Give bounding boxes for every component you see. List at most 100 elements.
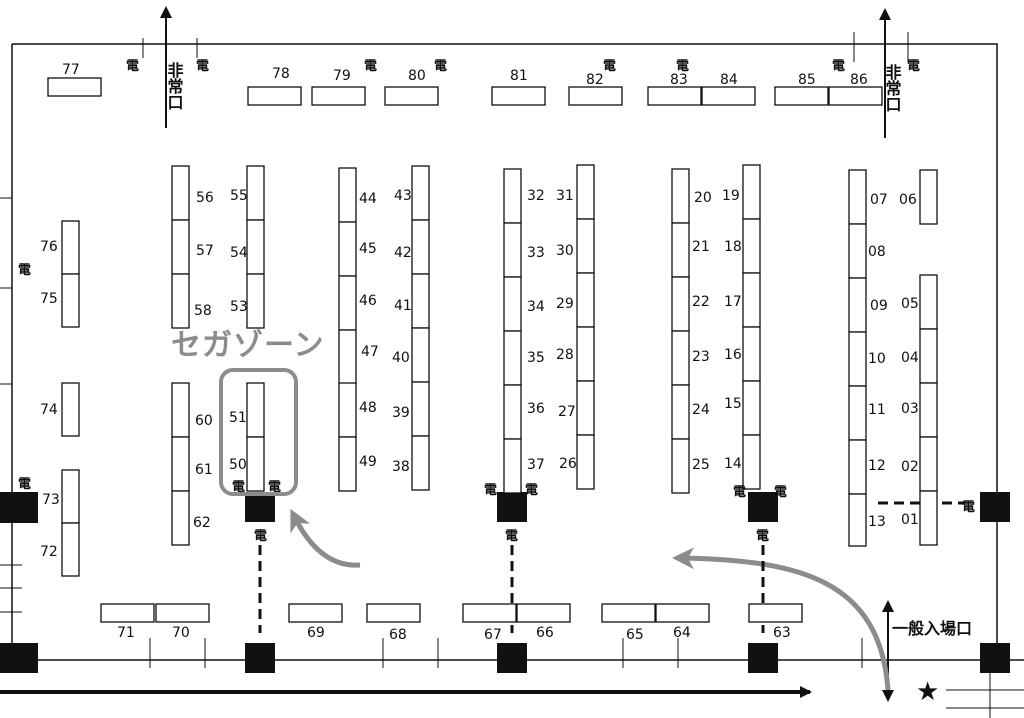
booth-label-55: 55 — [230, 188, 248, 204]
flow-arrow-to-sega — [290, 508, 361, 568]
booth-label-02: 02 — [901, 459, 919, 475]
booth-74 — [61, 382, 80, 437]
booth-label-06: 06 — [899, 192, 917, 208]
booth-06 — [919, 169, 938, 225]
booth-label-10: 10 — [868, 351, 886, 367]
booth-label-29: 29 — [556, 296, 574, 312]
booth-29 — [576, 272, 595, 328]
booth-label-18: 18 — [724, 239, 742, 255]
booth-62 — [171, 490, 190, 546]
booth-27 — [576, 380, 595, 436]
booth-65 — [601, 603, 656, 623]
booth-label-39: 39 — [392, 405, 410, 421]
booth-37 — [503, 438, 522, 494]
sega-zone-label: セガゾーン — [171, 328, 325, 363]
booth-label-04: 04 — [901, 350, 919, 366]
emergency-exit-right: 非常口 — [883, 63, 902, 112]
booth-72 — [61, 522, 80, 577]
booth-label-84: 84 — [720, 72, 738, 88]
emergency-exit-left: 非常口 — [165, 61, 184, 110]
booth-39 — [411, 381, 430, 437]
booth-label-44: 44 — [359, 191, 377, 207]
booth-label-68: 68 — [389, 627, 407, 643]
booth-09 — [848, 277, 867, 333]
power-mark: 電 — [126, 59, 139, 74]
booth-11 — [848, 385, 867, 441]
booth-69 — [288, 603, 343, 623]
booth-label-54: 54 — [230, 245, 248, 261]
booth-16 — [742, 326, 761, 382]
booth-14 — [742, 434, 761, 490]
booth-label-11: 11 — [868, 402, 886, 418]
booth-label-12: 12 — [868, 458, 886, 474]
booth-label-33: 33 — [527, 245, 545, 261]
booth-07 — [848, 169, 867, 225]
booth-53 — [246, 273, 265, 329]
booth-label-21: 21 — [692, 239, 710, 255]
star-marker: ★ — [916, 677, 939, 707]
booth-34 — [503, 276, 522, 332]
booth-50 — [246, 436, 265, 492]
booth-08 — [848, 223, 867, 279]
booth-label-86: 86 — [850, 72, 868, 88]
booth-58 — [171, 273, 190, 329]
booth-02 — [919, 436, 938, 492]
booth-70 — [155, 603, 210, 623]
power-mark: 電 — [525, 483, 538, 498]
booth-label-48: 48 — [359, 400, 377, 416]
power-mark: 電 — [774, 485, 787, 500]
booth-71 — [100, 603, 155, 623]
power-mark: 電 — [962, 500, 975, 515]
booth-25 — [671, 438, 690, 494]
booth-79 — [311, 86, 366, 106]
booth-12 — [848, 439, 867, 495]
booth-28 — [576, 326, 595, 382]
booth-label-74: 74 — [40, 402, 58, 418]
power-mark: 電 — [232, 480, 245, 495]
booth-label-46: 46 — [359, 293, 377, 309]
booth-31 — [576, 164, 595, 220]
booth-label-70: 70 — [172, 625, 190, 641]
booth-label-51: 51 — [229, 410, 247, 426]
power-mark: 電 — [18, 477, 31, 492]
booth-83 — [647, 86, 702, 106]
booth-label-03: 03 — [901, 401, 919, 417]
booth-60 — [171, 382, 190, 438]
booth-label-24: 24 — [692, 402, 710, 418]
sega-zone-outline — [219, 368, 298, 496]
booth-label-38: 38 — [392, 459, 410, 475]
booth-label-09: 09 — [870, 298, 888, 314]
booth-32 — [503, 168, 522, 224]
booth-label-32: 32 — [527, 188, 545, 204]
booth-label-57: 57 — [196, 243, 214, 259]
booth-label-37: 37 — [527, 457, 545, 473]
power-mark: 電 — [196, 59, 209, 74]
booth-label-27: 27 — [558, 404, 576, 420]
booth-33 — [503, 222, 522, 278]
booth-76 — [61, 220, 80, 275]
power-mark: 電 — [268, 480, 281, 495]
power-mark: 電 — [364, 59, 377, 74]
booth-85 — [774, 86, 829, 106]
booth-label-16: 16 — [724, 347, 742, 363]
booth-73 — [61, 469, 80, 524]
booth-label-79: 79 — [333, 68, 351, 84]
booth-84 — [701, 86, 756, 106]
booth-68 — [366, 603, 421, 623]
booth-45 — [338, 221, 357, 277]
booth-19 — [742, 164, 761, 220]
power-mark-layer: 電電電電電電電電電電電電電電電電電電電電 — [18, 59, 975, 544]
booth-81 — [491, 86, 546, 106]
power-mark: 電 — [676, 59, 689, 74]
booth-label-64: 64 — [673, 625, 691, 641]
booth-54 — [246, 219, 265, 275]
booth-label-20: 20 — [694, 190, 712, 206]
booth-label-73: 73 — [42, 492, 60, 508]
booth-label-31: 31 — [556, 188, 574, 204]
booth-56 — [171, 165, 190, 221]
power-mark: 電 — [18, 263, 31, 278]
booth-label-13: 13 — [868, 514, 886, 530]
booth-57 — [171, 219, 190, 275]
booth-label-07: 07 — [870, 192, 888, 208]
